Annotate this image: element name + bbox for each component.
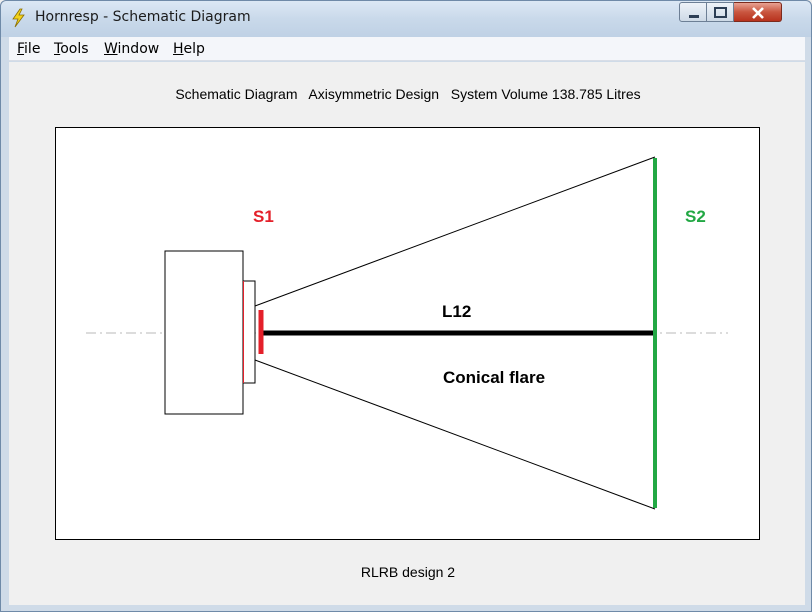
- menu-tools[interactable]: Tools: [54, 41, 89, 57]
- client-area: Schematic Diagram Axisymmetric Design Sy…: [9, 62, 805, 605]
- maximize-button[interactable]: [707, 2, 734, 22]
- driver-front: [242, 280, 256, 384]
- s1-label: S1: [253, 207, 274, 226]
- menu-help[interactable]: Help: [173, 41, 205, 57]
- window-title: Hornresp - Schematic Diagram: [35, 9, 251, 25]
- l12-label: L12: [442, 302, 471, 321]
- minimize-button[interactable]: [679, 2, 707, 22]
- lightning-icon: [9, 8, 29, 28]
- s2-label: S2: [685, 207, 706, 226]
- close-icon: [752, 7, 764, 19]
- menu-bar: File Tools Window Help: [9, 37, 805, 61]
- driver-box: [164, 250, 244, 415]
- menu-file[interactable]: File: [17, 41, 41, 57]
- record-title: RLRB design 2: [360, 564, 456, 580]
- flare-upper-wall: [254, 156, 656, 307]
- title-bar[interactable]: Hornresp - Schematic Diagram: [1, 1, 811, 37]
- flare-lower-wall: [254, 359, 656, 510]
- diagram-header: Schematic Diagram Axisymmetric Design Sy…: [175, 86, 641, 102]
- schematic-canvas: S1 S2 L12 Conical flare: [55, 127, 760, 540]
- close-button[interactable]: [734, 2, 782, 22]
- flare-type-label: Conical flare: [443, 368, 545, 387]
- menu-window[interactable]: Window: [104, 41, 160, 57]
